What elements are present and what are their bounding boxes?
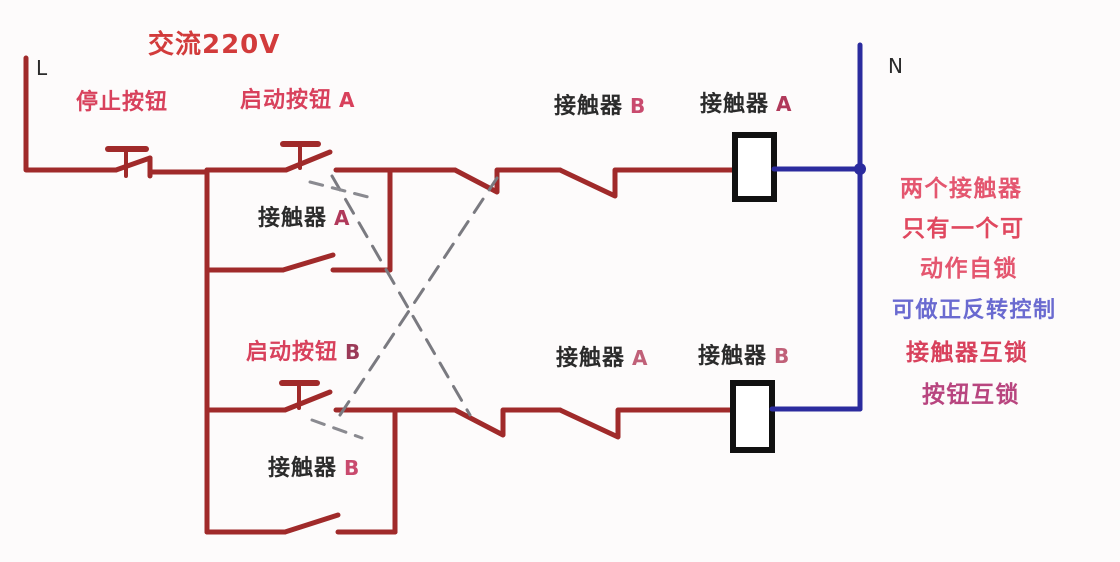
- label-contactor-a-nc-suffix: A: [632, 346, 649, 370]
- label-start-button-b-text: 启动按钮: [246, 340, 339, 365]
- label-contactor-a-aux-suffix: A: [334, 206, 351, 230]
- annotation-line-5: 接触器互锁: [906, 340, 1029, 366]
- label-contactor-a-aux-text: 接触器: [258, 206, 328, 231]
- rung-contactor-a-selflock: [204, 169, 393, 273]
- mechanical-interlock-dashed-links: [330, 174, 499, 417]
- annotation-line-3: 动作自锁: [920, 256, 1018, 282]
- contactor-a-coil-symbol: [732, 132, 777, 202]
- l-supply-rail: [23, 55, 119, 173]
- label-contactor-a-coil-suffix: A: [776, 92, 793, 116]
- label-start-button-a-text: 启动按钮: [240, 88, 333, 113]
- label-contactor-b-nc-suffix: B: [630, 94, 647, 118]
- contactor-b-coil-symbol: [730, 380, 775, 453]
- label-contactor-b-nc-text: 接触器: [554, 94, 624, 119]
- n-supply-rail: [854, 42, 866, 412]
- rung-start-button-b: [204, 380, 458, 413]
- lower-nc-contacts: [452, 407, 736, 440]
- label-contactor-a-coil-text: 接触器: [700, 92, 770, 117]
- label-contactor-a-nc-text: 接触器: [556, 346, 626, 371]
- supply-title: 交流220V: [148, 30, 281, 60]
- rung-contactor-b-selflock: [204, 409, 398, 535]
- label-start-button-a-suffix: A: [339, 88, 356, 112]
- annotation-line-6: 按钮互锁: [922, 382, 1020, 408]
- label-contactor-b-coil-text: 接触器: [698, 344, 768, 369]
- rung-start-button-a: [204, 141, 458, 173]
- label-contactor-b-aux-text: 接触器: [268, 456, 338, 481]
- label-start-button-b-suffix: B: [345, 340, 362, 364]
- label-contactor-b-aux-suffix: B: [344, 456, 361, 480]
- terminal-label-n: N: [888, 54, 904, 78]
- annotation-line-2: 只有一个可: [902, 216, 1025, 242]
- label-stop-button: 停止按钮: [76, 92, 168, 114]
- label-stop-button-text: 停止按钮: [76, 90, 169, 115]
- stop-button-symbol: [105, 146, 210, 179]
- interlock-stub-dashes: [308, 180, 374, 440]
- terminal-label-l: L: [36, 56, 49, 80]
- annotation-line-4: 可做正反转控制: [892, 298, 1057, 323]
- upper-nc-contacts: [452, 167, 738, 199]
- label-contactor-b-coil-suffix: B: [774, 344, 791, 368]
- annotation-line-1: 两个接触器: [900, 176, 1023, 202]
